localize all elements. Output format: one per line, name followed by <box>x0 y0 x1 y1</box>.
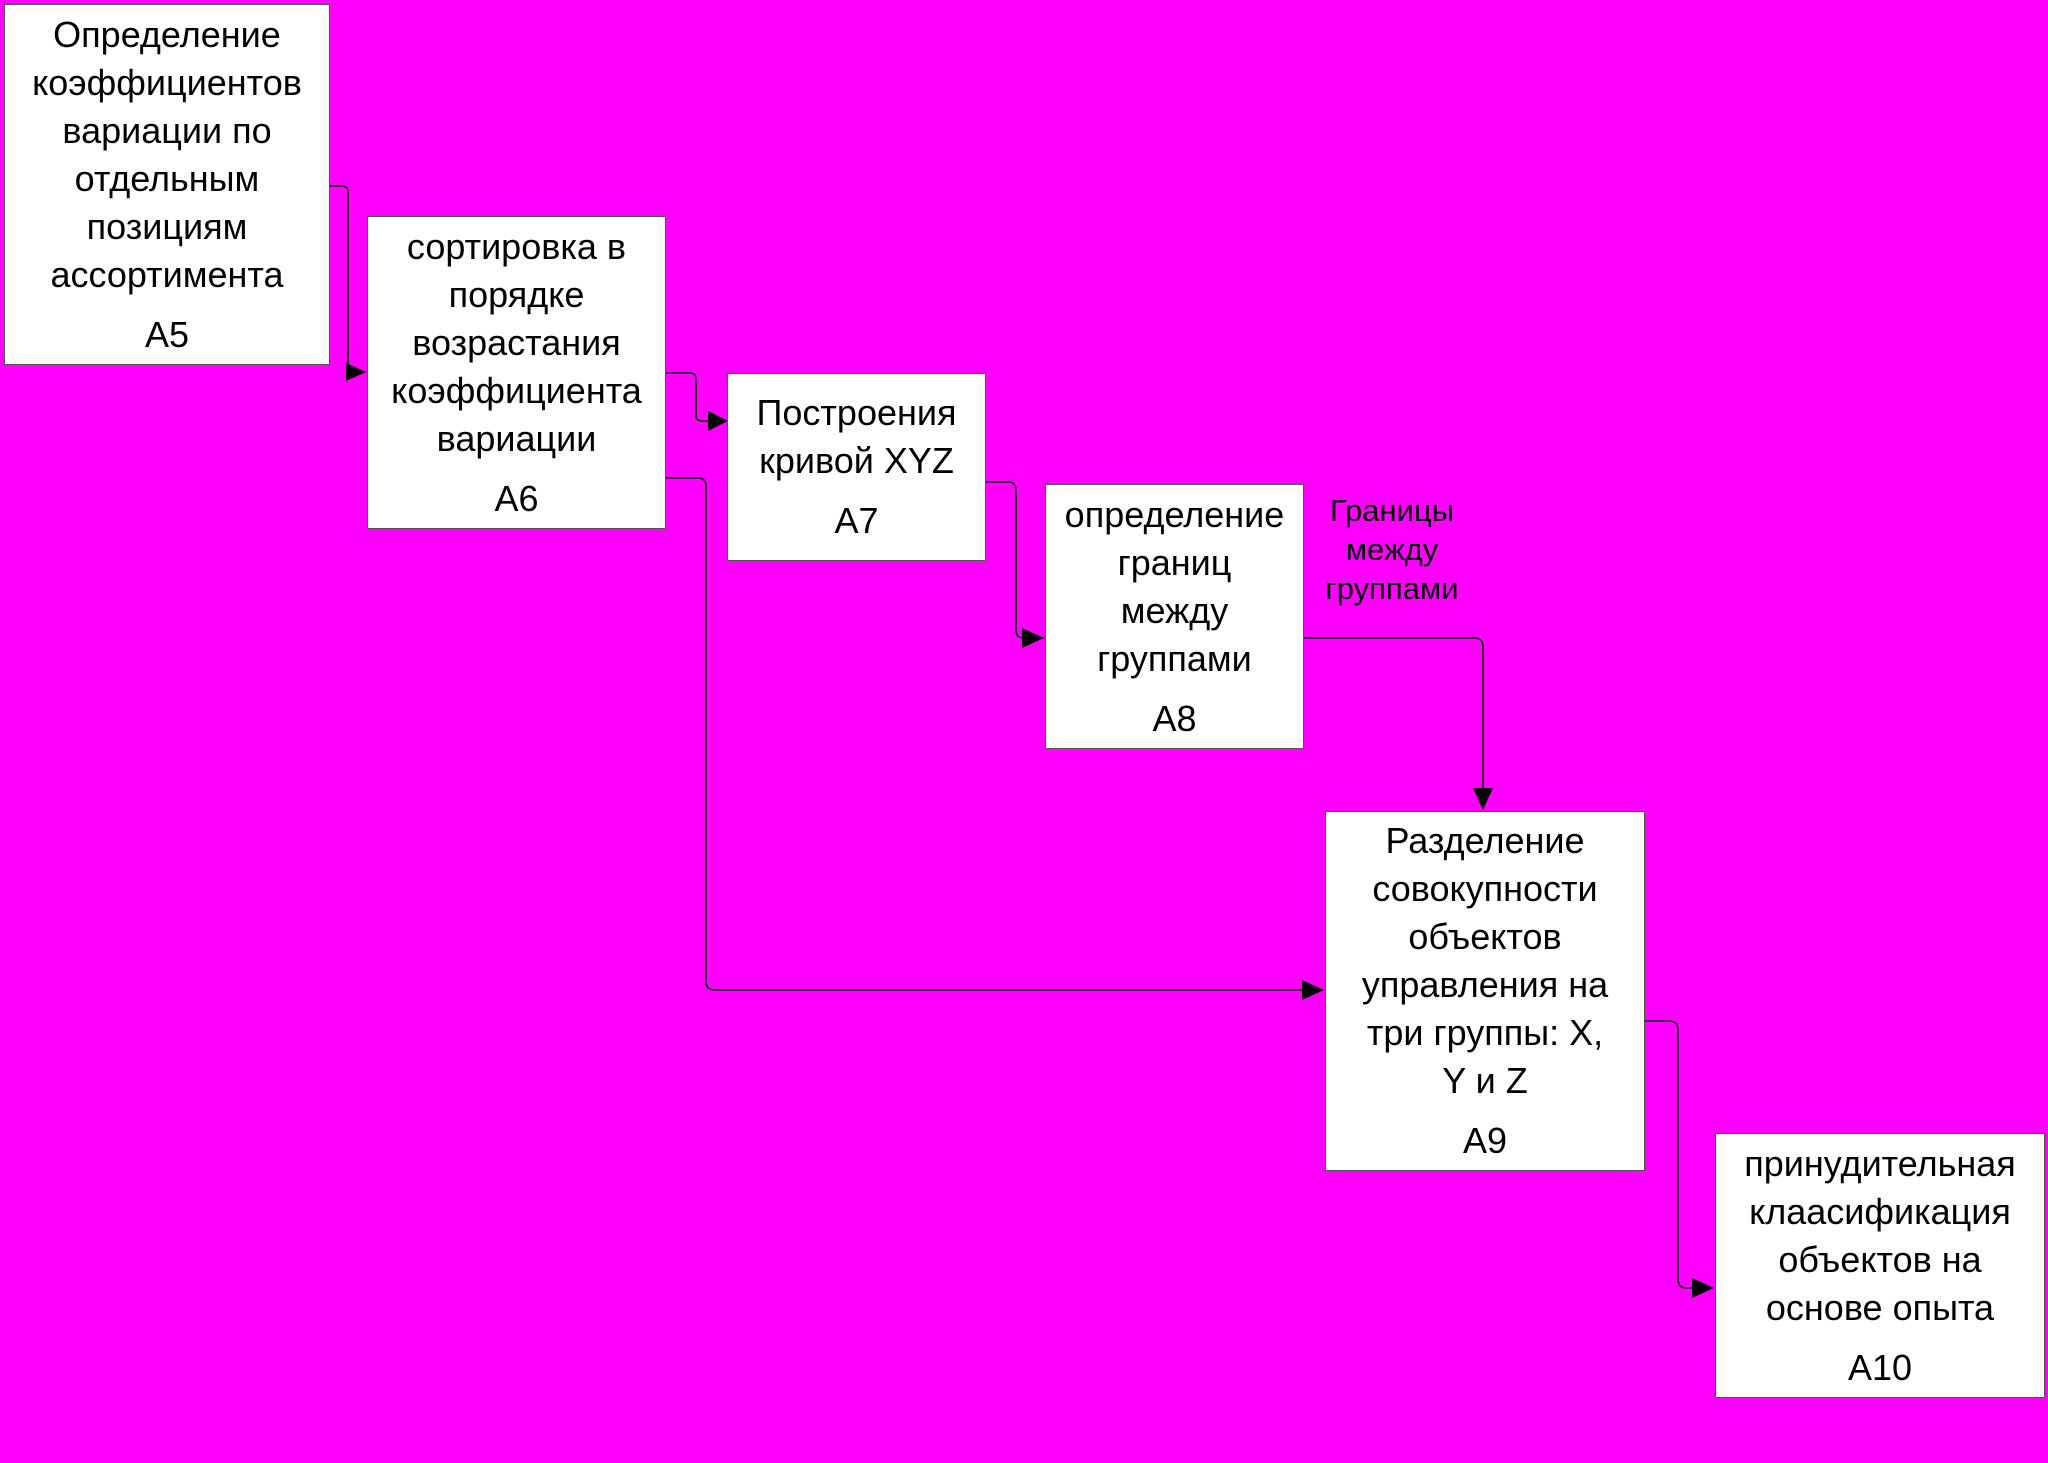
arrowhead-a8-to-a9 <box>1473 788 1493 810</box>
activity-code: A10 <box>1847 1346 1913 1388</box>
arrow-a7-to-a8 <box>986 481 1044 639</box>
arrow-a6-to-a9 <box>666 477 1322 991</box>
activity-box-a8[interactable]: определение границ между группами A8 <box>1045 484 1304 749</box>
arrowhead-a6-to-a7 <box>708 411 728 431</box>
activity-code: A6 <box>494 477 539 519</box>
arrowhead-a7-to-a8 <box>1022 628 1044 648</box>
activity-title: сортировка в порядке возрастания коэффиц… <box>391 225 642 459</box>
arrowhead-a5-to-a6 <box>346 363 366 381</box>
arrow-a6-to-a7 <box>666 372 726 422</box>
arrow-a8-to-a9 <box>1304 637 1484 806</box>
activity-title: определение границ между группами <box>1064 493 1285 679</box>
activity-box-a5[interactable]: Определение коэффициентов вариации по от… <box>4 4 330 365</box>
activity-code: A8 <box>1152 697 1197 739</box>
activity-title: принудительная клаасификация объектов на… <box>1744 1142 2016 1328</box>
arrowhead-a9-to-a10 <box>1692 1278 1714 1298</box>
activity-box-a9[interactable]: Разделение совокупности объектов управле… <box>1325 811 1645 1171</box>
activity-code: A9 <box>1462 1120 1508 1161</box>
activity-box-a7[interactable]: Построения кривой XYZ A7 <box>727 373 986 561</box>
activity-code: A7 <box>834 500 879 541</box>
activity-title: Определение коэффициентов вариации по от… <box>32 13 302 295</box>
activity-title: Разделение совокупности объектов управле… <box>1361 820 1609 1101</box>
activity-box-a10[interactable]: принудительная клаасификация объектов на… <box>1715 1133 2045 1398</box>
arrow-a5-to-a6 <box>330 185 366 373</box>
arrowhead-a6-to-a9 <box>1302 980 1324 1000</box>
arrow-a9-to-a10 <box>1645 1020 1712 1289</box>
arrow-label-boundaries: Границы между группами <box>1325 493 1459 606</box>
activity-box-a6[interactable]: сортировка в порядке возрастания коэффиц… <box>367 216 666 529</box>
activity-title: Построения кривой XYZ <box>756 392 957 481</box>
activity-code: A5 <box>144 313 190 355</box>
